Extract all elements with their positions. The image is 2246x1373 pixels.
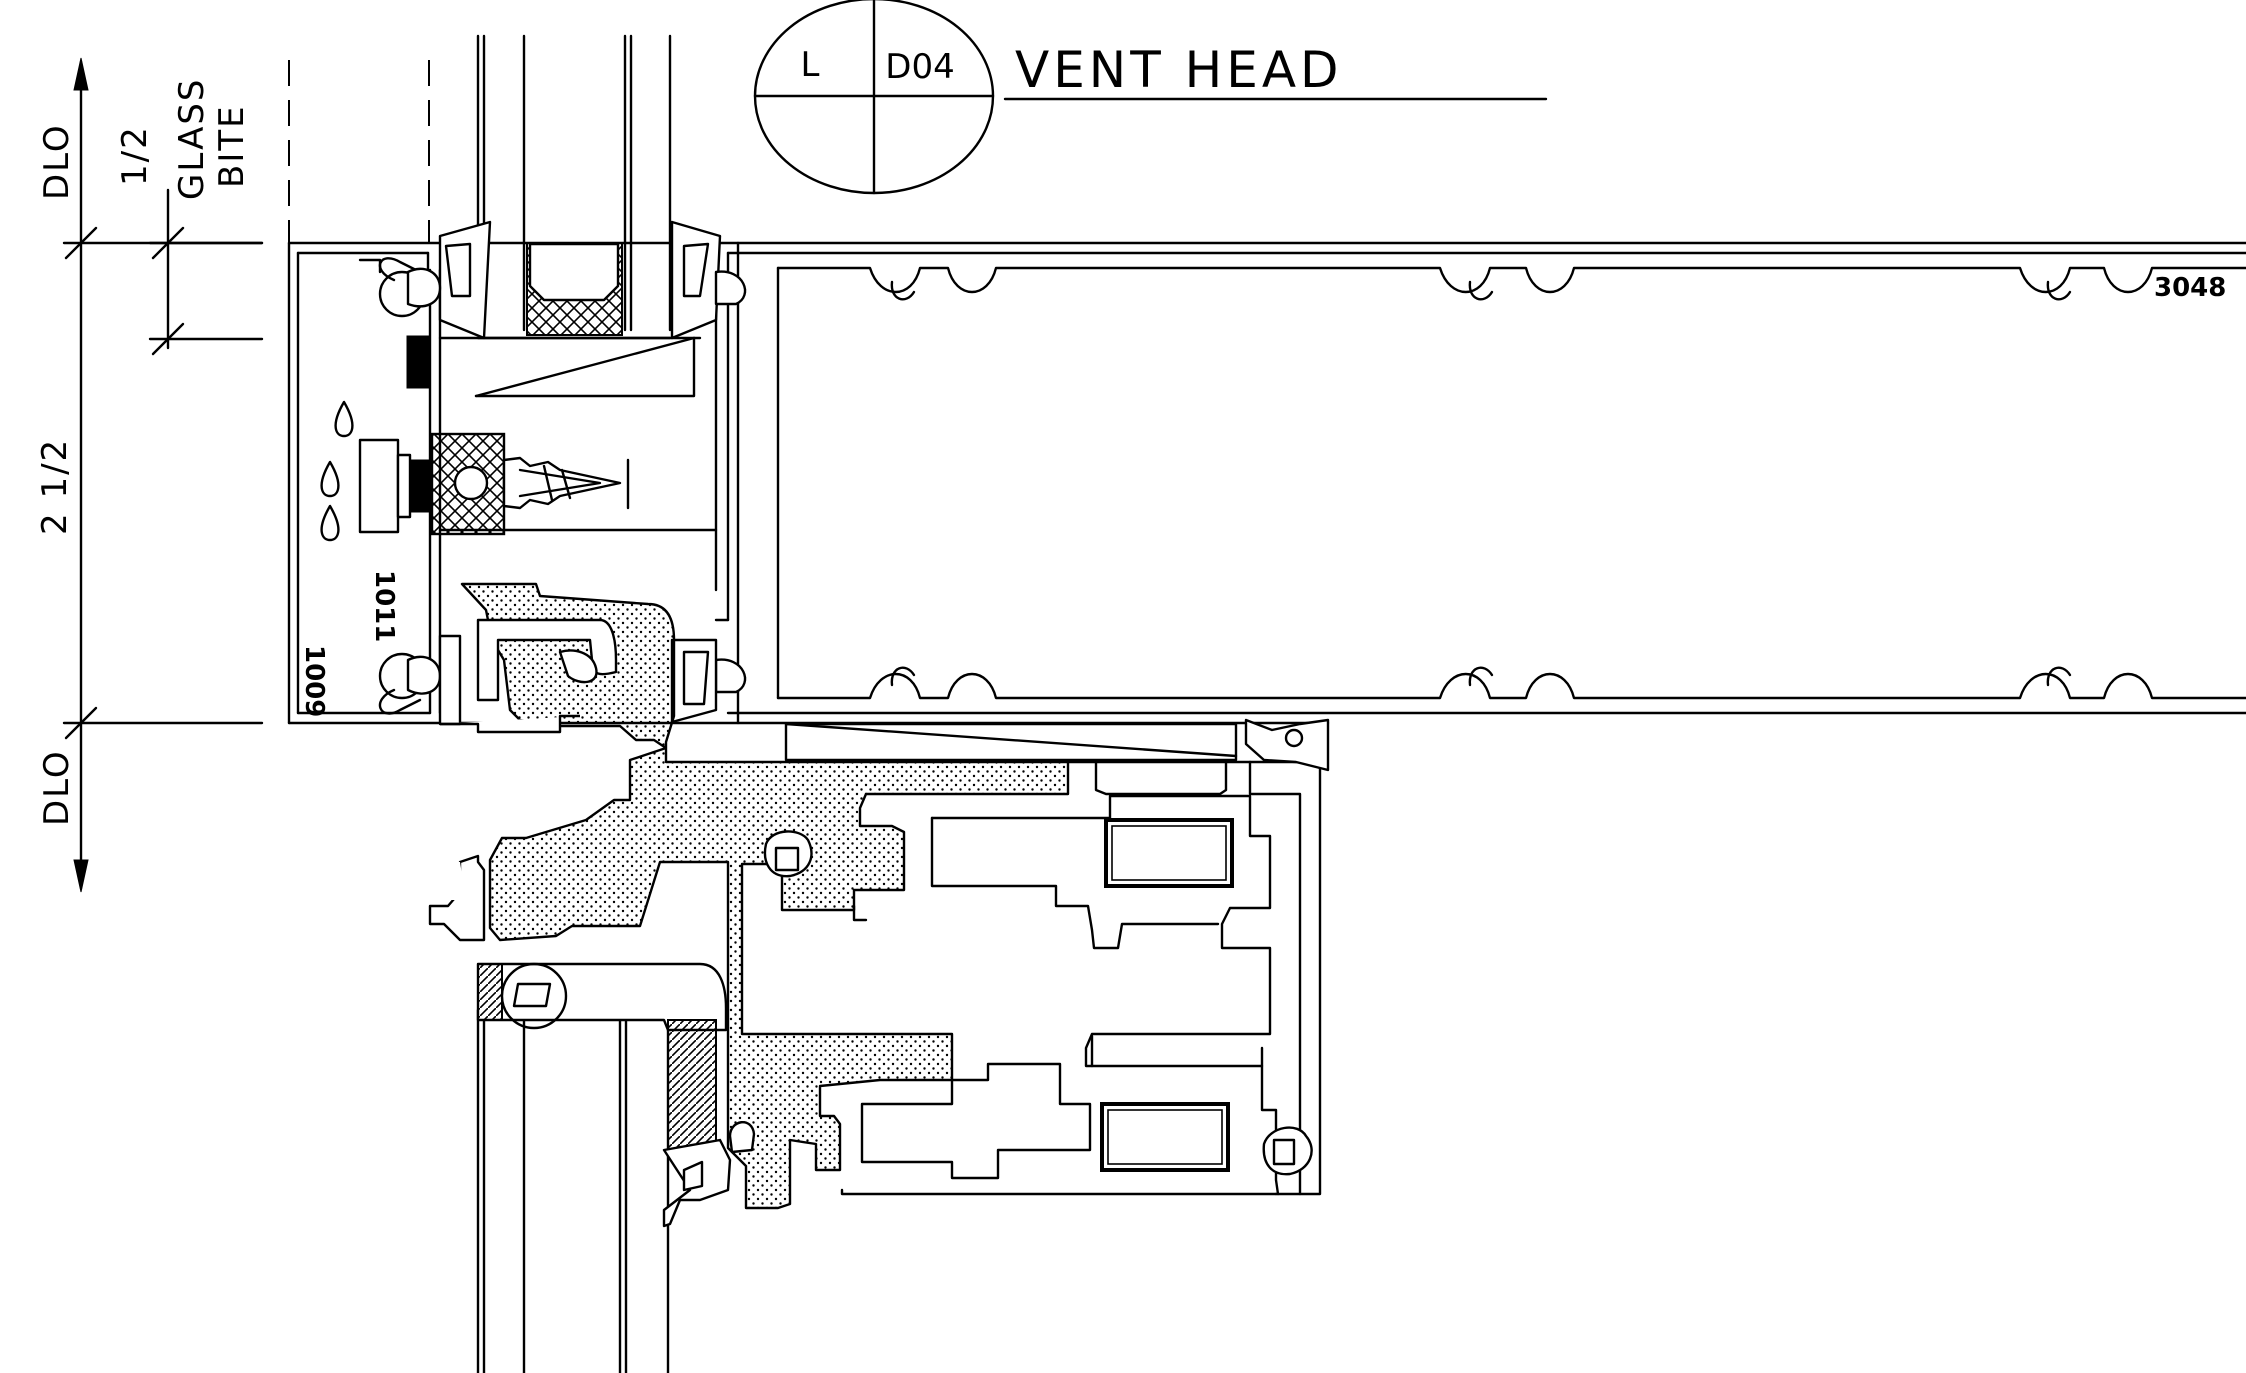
part-number-1009: 1009 [299, 645, 329, 717]
setting-block-upper [406, 335, 430, 389]
dim-glass: GLASS [172, 78, 212, 201]
dimension-string [62, 57, 264, 893]
mullion-3048 [726, 241, 2246, 725]
glass-above [288, 34, 672, 340]
dim-two-and-half: 2 1/2 [35, 438, 75, 535]
water-drop-icons [320, 400, 354, 542]
dim-half-inch: 1/2 [115, 125, 155, 186]
vent-sash-glass-below [476, 962, 728, 1373]
anchor-screw [358, 432, 630, 536]
callout-title: VENT HEAD [1015, 41, 1343, 99]
glazing-gaskets-top [406, 220, 747, 340]
part-number-1011: 1011 [369, 570, 399, 642]
bubble-right-text: D04 [885, 47, 954, 87]
dim-dlo-bottom: DLO [37, 749, 77, 826]
vent-frame-extrusion [763, 718, 1330, 1196]
dim-dlo-top: DLO [37, 123, 77, 200]
glazing-gaskets-bottom [406, 634, 747, 726]
bubble-left-text: L [801, 45, 820, 85]
thermal-break-vent-frame [428, 582, 1070, 1210]
part-number-3048: 3048 [2154, 273, 2226, 303]
callout-bubble: L D04 [753, 0, 995, 195]
vent-gasket-lower [662, 1121, 756, 1228]
dim-bite: BITE [212, 104, 252, 188]
